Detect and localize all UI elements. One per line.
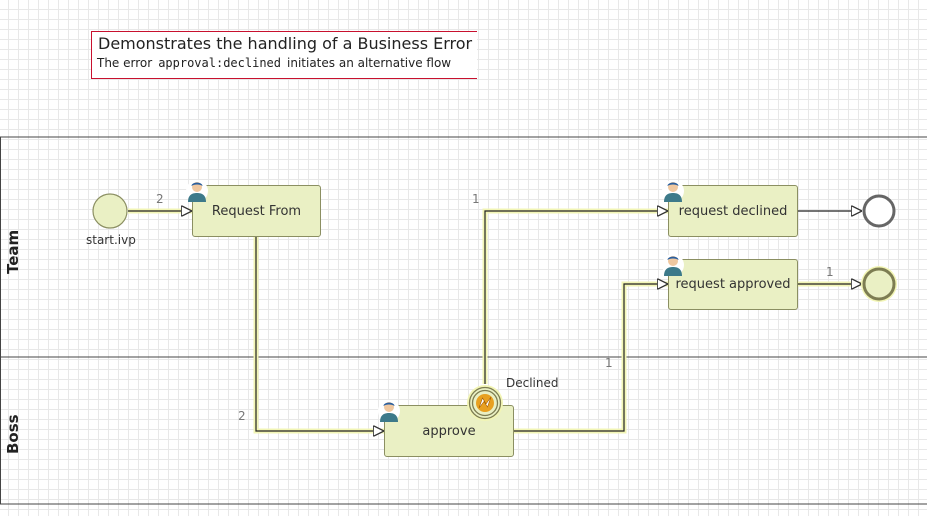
note-text-before: The error [97,56,153,70]
error-boundary-icon [476,394,494,412]
task-label: request declined [678,203,788,219]
count-start-to-request: 2 [156,192,164,206]
flow-request-to-approve[interactable] [255,236,384,431]
lane-label-team: Team [4,229,22,274]
note-code: approval:declined [158,56,282,70]
task-request-from[interactable]: Request From [186,180,321,237]
user-icon [186,180,208,202]
boundary-event-label: Declined [506,376,559,390]
count-approve-to-approved: 1 [605,356,613,370]
flow-approve-to-request-approved[interactable] [513,284,668,432]
start-event[interactable] [92,193,128,229]
count-request-to-approve: 2 [238,409,246,423]
end-event-declined[interactable] [862,194,896,228]
user-icon [662,254,684,276]
end-event-approved[interactable] [862,267,896,301]
user-icon [378,400,400,422]
task-request-declined[interactable]: request declined [662,180,798,237]
task-label: approve [422,423,476,439]
count-declined-flow: 1 [472,192,480,206]
lane-label-boss: Boss [4,414,22,454]
count-approved-to-end: 1 [826,265,834,279]
task-label: Request From [211,203,302,219]
task-request-approved[interactable]: request approved [662,254,798,310]
note-body: The error approval:declined initiates an a… [97,56,451,70]
note-text-after: initiates an alternative flow [287,56,452,70]
note-title: Demonstrates the handling of a Business … [98,34,473,53]
flow-declined-to-request-declined[interactable] [484,211,668,384]
start-event-label: start.ivp [86,233,136,247]
task-label: request approved [675,277,791,292]
user-icon [662,180,684,202]
error-boundary-event[interactable] [466,384,504,422]
annotation-note[interactable]: Demonstrates the handling of a Business … [91,31,477,79]
